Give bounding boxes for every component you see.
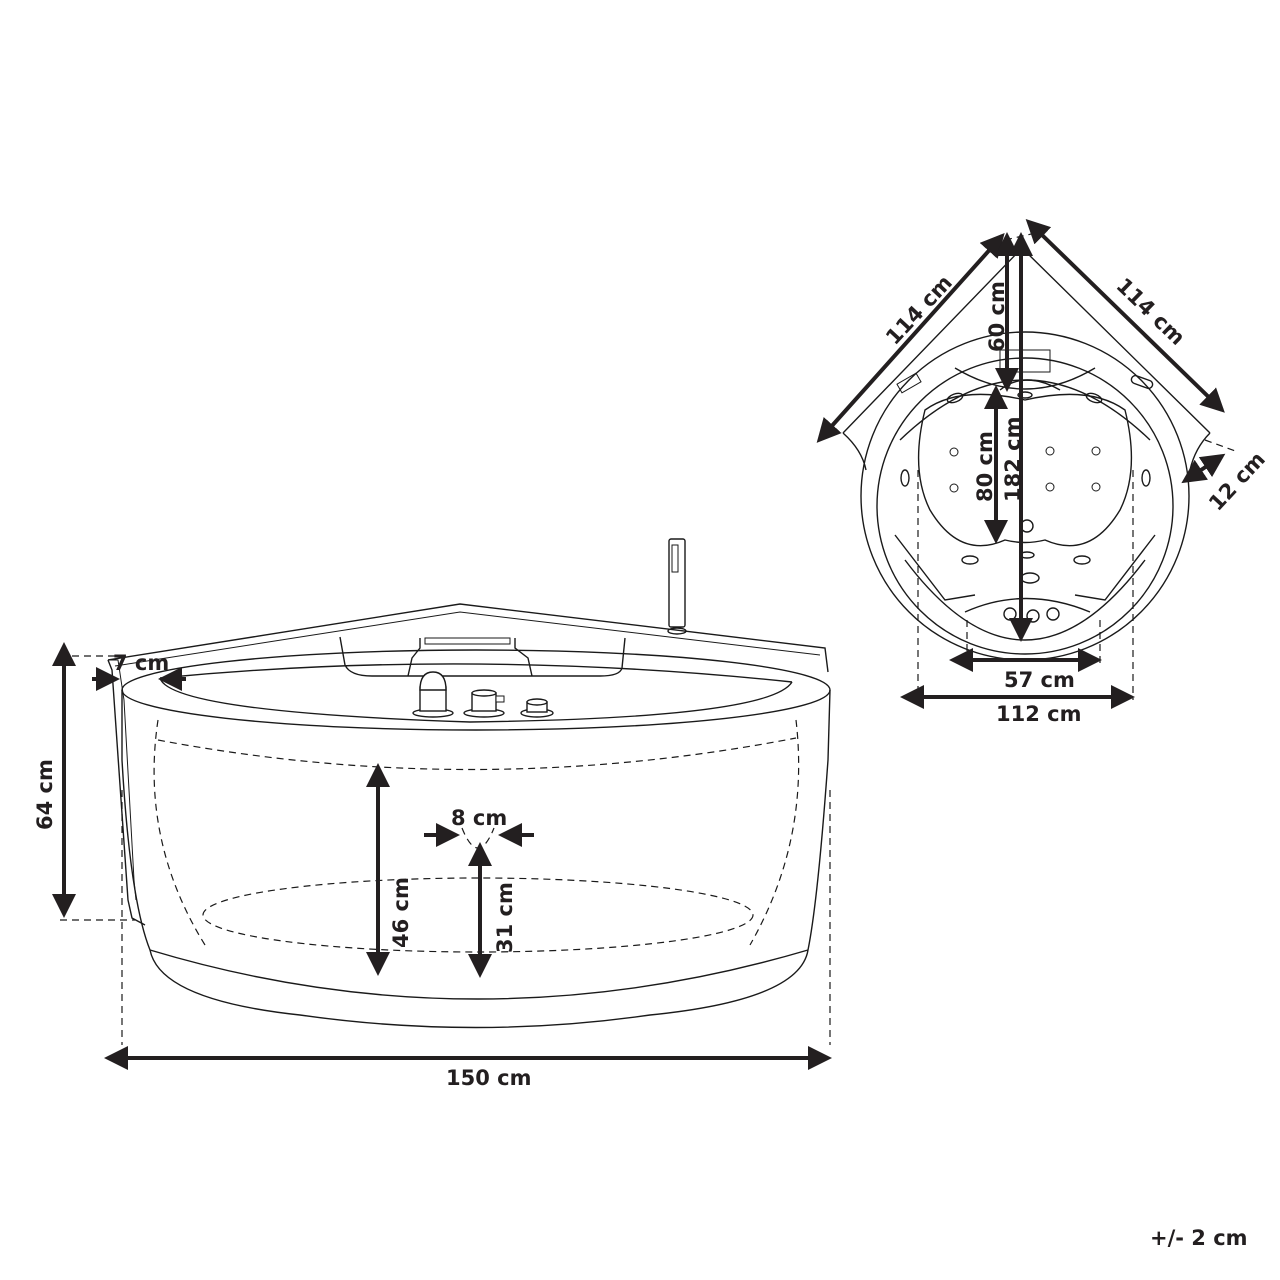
headrest-step-left	[407, 638, 421, 677]
tolerance-label: +/- 2 cm	[1150, 1226, 1248, 1250]
corner-left-return	[842, 432, 867, 471]
control-panel-arc	[964, 597, 1091, 613]
front-view: 64 cm 7 cm 46 cm 31 cm 8 cm 150 cm	[33, 538, 832, 1090]
tub-rim-circle	[876, 357, 1174, 655]
dim-right-side-line	[1025, 219, 1225, 413]
rim-label: 7 cm	[113, 651, 169, 675]
basin-right-hidden	[749, 719, 800, 946]
skirt-left-side	[121, 690, 151, 951]
control-knob-small	[520, 698, 554, 718]
diagonal-label: 182 cm	[1001, 417, 1025, 502]
width-label: 150 cm	[446, 1066, 531, 1090]
dim-left-side-line	[816, 233, 1005, 443]
jets	[900, 391, 1151, 584]
left-side-label: 114 cm	[881, 271, 957, 350]
inner-length-label: 80 cm	[973, 431, 997, 502]
top-view: 114 cm 114 cm 60 cm 182 cm 80 cm 12 cm 5…	[816, 219, 1270, 726]
drain-diameter-label: 8 cm	[451, 806, 507, 830]
back-deck-inner-edge	[114, 611, 821, 667]
drain-height-label: 31 cm	[493, 882, 517, 953]
right-armrest	[1074, 534, 1156, 601]
backrest-depth-label: 60 cm	[985, 281, 1009, 352]
rim-inner-edge	[159, 663, 793, 683]
headrest-slot	[424, 637, 511, 645]
remote-panel	[896, 372, 922, 394]
base-top-edge	[149, 949, 809, 1000]
basin-top-hidden	[157, 737, 797, 771]
control-knob-dome	[412, 671, 454, 718]
left-armrest	[894, 534, 976, 601]
drain-outline-hidden	[461, 827, 495, 849]
corner-offset-label: 12 cm	[1204, 447, 1270, 515]
basin-left-hidden	[153, 719, 206, 946]
height-label: 64 cm	[33, 759, 57, 830]
rim-inner-lower	[159, 677, 793, 723]
headrest-top-arc	[954, 367, 1096, 390]
tub-outer-circle	[860, 331, 1190, 661]
seat-basin	[917, 393, 1133, 547]
inner-depth-label: 46 cm	[389, 877, 413, 948]
ext-line-12	[1204, 439, 1239, 453]
base-band	[149, 949, 809, 1029]
dim-corner-offset-line	[1181, 453, 1226, 484]
top-control-knobs	[1003, 607, 1060, 623]
control-panel-width-label: 57 cm	[1004, 668, 1075, 692]
hand-shower	[667, 538, 687, 635]
ext-line-corner	[1004, 231, 1041, 241]
control-knob-cylinder	[463, 689, 505, 718]
skirt-right-side	[807, 689, 831, 951]
headrest-step-right	[514, 638, 533, 677]
left-corner-panel	[107, 659, 146, 926]
top-width-label: 112 cm	[996, 702, 1081, 726]
back-deck-outline	[107, 603, 829, 673]
headrest	[339, 636, 626, 677]
